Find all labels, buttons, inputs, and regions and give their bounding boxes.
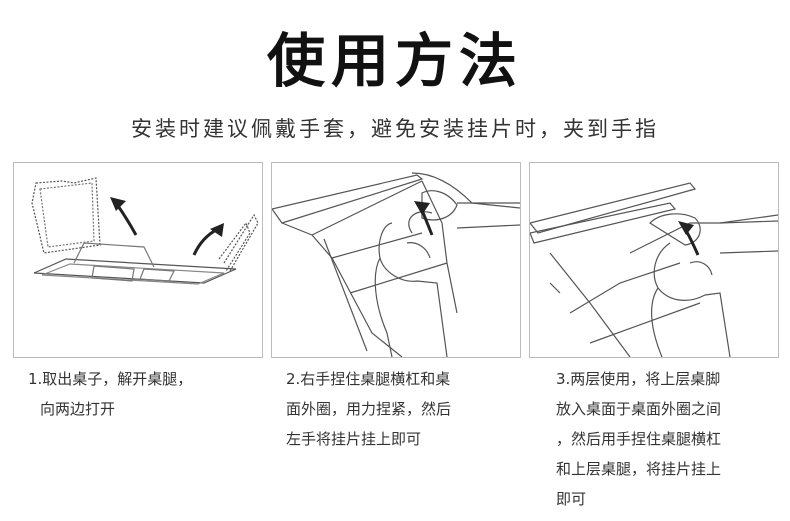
step-2-line-3: 左手将挂片挂上即可: [286, 430, 422, 448]
illustration-step-1: [13, 162, 263, 358]
step-3-line-2: 放入桌面于桌面外圈之间: [556, 400, 722, 418]
step-3-line-1: 3.两层使用，将上层桌脚: [556, 370, 721, 388]
step-3-text: 3.两层使用，将上层桌脚 放入桌面于桌面外圈之间 ，然后用手捏住桌腿横杠 和上层…: [556, 364, 721, 514]
step-1-line-1: 1.取出桌子，解开桌腿，: [28, 370, 193, 388]
step-3-line-3: ，然后用手捏住桌腿横杠: [556, 430, 722, 448]
step-1-line-2: 向两边打开: [40, 400, 116, 418]
hands-pinch-drawing: [272, 172, 520, 357]
step-2-line-1: 2.右手捏住桌腿横杠和桌: [286, 370, 451, 388]
table-unfold-drawing: [31, 177, 259, 285]
step-3-line-4: 和上层桌腿，将挂片挂上: [556, 460, 722, 478]
step-1-text: 1.取出桌子，解开桌腿， 向两边打开: [28, 364, 192, 424]
illustration-step-3: [529, 162, 779, 358]
two-layer-drawing: [530, 182, 778, 357]
illustration-step-2: [271, 162, 521, 358]
page-title: 使用方法: [266, 27, 523, 95]
step-2-text: 2.右手捏住桌腿横杠和桌 面外圈，用力捏紧，然后 左手将挂片挂上即可: [286, 364, 451, 454]
page-subtitle: 安装时建议佩戴手套，避免安装挂片时，夹到手指: [131, 117, 659, 141]
step-2-line-2: 面外圈，用力捏紧，然后: [286, 400, 452, 418]
step-3-line-5: 即可: [556, 490, 587, 508]
